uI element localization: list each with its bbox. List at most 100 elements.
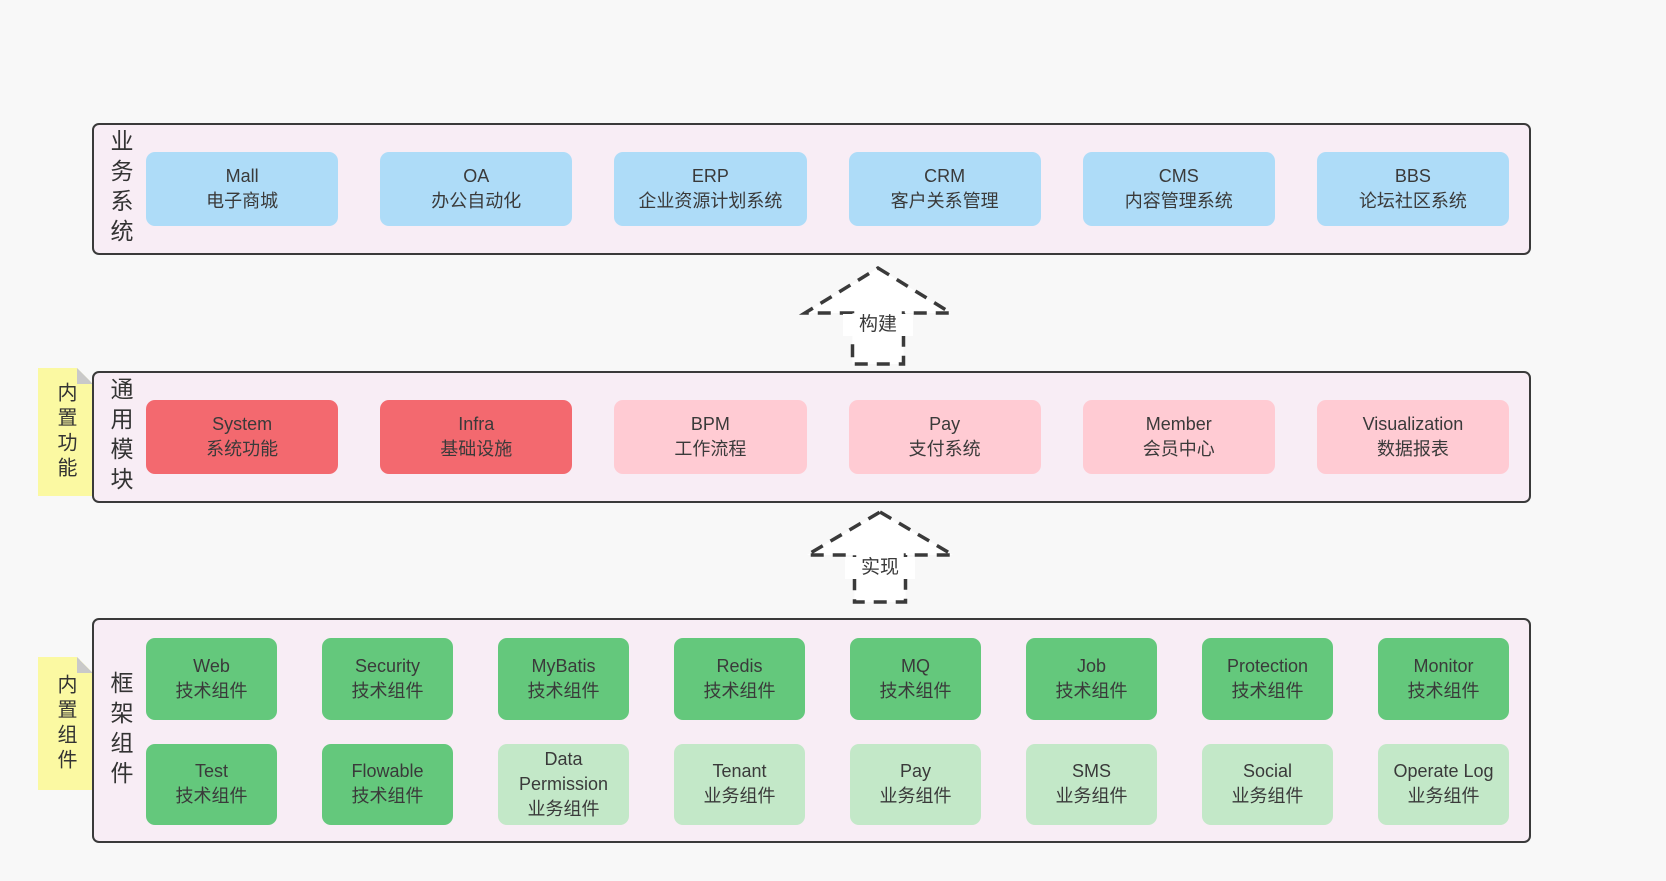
box-social-zh: 业务组件 bbox=[1231, 786, 1304, 807]
box-erp-zh: 企业资源计划系统 bbox=[638, 191, 783, 211]
box-operate-log-en: Operate Log bbox=[1393, 761, 1494, 782]
box-mybatis-en: MyBatis bbox=[531, 655, 596, 676]
box-pay-biz: Pay 业务组件 bbox=[850, 743, 981, 825]
box-oa-en: OA bbox=[463, 166, 490, 186]
box-mall: Mall 电子商城 bbox=[146, 152, 339, 226]
box-operate-log: Operate Log 业务组件 bbox=[1378, 743, 1509, 825]
business-box-row: Mall 电子商城 OA 办公自动化 ERP 企业资源计划系统 CRM 客户关系… bbox=[146, 152, 1510, 226]
box-data-permission: Data Permission 业务组件 bbox=[498, 743, 629, 825]
framework-grid: Web 技术组件 Security 技术组件 MyBatis 技术组件 Redi… bbox=[146, 638, 1509, 825]
box-redis: Redis 技术组件 bbox=[674, 638, 805, 720]
box-tenant-zh: 业务组件 bbox=[703, 786, 776, 807]
box-bpm-en: BPM bbox=[690, 414, 730, 434]
sticky-built-in-features-label: 内置功能 bbox=[54, 382, 76, 482]
box-flowable-en: Flowable bbox=[351, 761, 424, 782]
box-mq-en: MQ bbox=[901, 655, 930, 676]
box-oa: OA 办公自动化 bbox=[380, 152, 573, 226]
box-sms-zh: 业务组件 bbox=[1055, 786, 1128, 807]
box-pay: Pay 支付系统 bbox=[848, 400, 1041, 474]
panel-framework-components: 框架组件 Web 技术组件 Security 技术组件 MyBatis 技术组件… bbox=[92, 618, 1531, 843]
box-visualization-en: Visualization bbox=[1362, 414, 1464, 434]
sticky-built-in-features: 内置功能 bbox=[38, 368, 93, 496]
box-monitor: Monitor 技术组件 bbox=[1378, 638, 1509, 720]
box-crm: CRM 客户关系管理 bbox=[848, 152, 1041, 226]
box-sms-en: SMS bbox=[1071, 761, 1111, 782]
box-mall-en: Mall bbox=[225, 166, 259, 186]
box-pay-biz-zh: 业务组件 bbox=[879, 786, 952, 807]
box-bpm: BPM 工作流程 bbox=[614, 400, 807, 474]
box-security-zh: 技术组件 bbox=[351, 680, 424, 701]
box-test-zh: 技术组件 bbox=[175, 786, 248, 807]
box-visualization-zh: 数据报表 bbox=[1376, 439, 1449, 459]
box-member-en: Member bbox=[1145, 414, 1212, 434]
box-mq-zh: 技术组件 bbox=[879, 680, 952, 701]
box-operate-log-zh: 业务组件 bbox=[1407, 786, 1480, 807]
panel-business-systems: 业务系统 Mall 电子商城 OA 办公自动化 ERP 企业资源计划系统 CRM… bbox=[92, 123, 1531, 255]
box-oa-zh: 办公自动化 bbox=[431, 191, 522, 211]
box-security-en: Security bbox=[354, 655, 421, 676]
modules-box-row: System 系统功能 Infra 基础设施 BPM 工作流程 Pay 支付系统… bbox=[146, 400, 1510, 474]
box-bbs-zh: 论坛社区系统 bbox=[1358, 191, 1467, 211]
box-member-zh: 会员中心 bbox=[1142, 439, 1215, 459]
box-crm-en: CRM bbox=[924, 166, 966, 186]
box-cms: CMS 内容管理系统 bbox=[1082, 152, 1275, 226]
box-cms-zh: 内容管理系统 bbox=[1124, 191, 1233, 211]
box-redis-en: Redis bbox=[716, 655, 763, 676]
panel-framework-label: 框架组件 bbox=[107, 670, 133, 791]
box-job-en: Job bbox=[1076, 655, 1107, 676]
box-mybatis-zh: 技术组件 bbox=[527, 680, 600, 701]
box-social: Social 业务组件 bbox=[1202, 743, 1333, 825]
box-tenant-en: Tenant bbox=[712, 761, 767, 782]
box-pay-zh: 支付系统 bbox=[908, 439, 981, 459]
box-flowable: Flowable 技术组件 bbox=[322, 743, 453, 825]
box-member: Member 会员中心 bbox=[1082, 400, 1275, 474]
box-infra-en: Infra bbox=[458, 414, 495, 434]
box-mybatis: MyBatis 技术组件 bbox=[498, 638, 629, 720]
box-protection-en: Protection bbox=[1226, 655, 1309, 676]
box-job-zh: 技术组件 bbox=[1055, 680, 1128, 701]
box-system-zh: 系统功能 bbox=[206, 439, 279, 459]
box-pay-en: Pay bbox=[929, 414, 961, 434]
box-redis-zh: 技术组件 bbox=[703, 680, 776, 701]
box-tenant: Tenant 业务组件 bbox=[674, 743, 805, 825]
box-data-permission-en: Data Permission bbox=[518, 748, 609, 794]
box-protection: Protection 技术组件 bbox=[1202, 638, 1333, 720]
box-test: Test 技术组件 bbox=[146, 743, 277, 825]
box-erp-en: ERP bbox=[691, 166, 729, 186]
arrow-build-label: 构建 bbox=[843, 314, 913, 336]
box-bpm-zh: 工作流程 bbox=[674, 439, 747, 459]
box-monitor-en: Monitor bbox=[1413, 655, 1474, 676]
box-system: System 系统功能 bbox=[146, 400, 339, 474]
box-pay-biz-en: Pay bbox=[899, 761, 932, 782]
box-protection-zh: 技术组件 bbox=[1231, 680, 1304, 701]
panel-business-label: 业务系统 bbox=[107, 129, 133, 249]
panel-modules-label: 通用模块 bbox=[107, 377, 133, 497]
box-social-en: Social bbox=[1242, 761, 1293, 782]
box-web-zh: 技术组件 bbox=[175, 680, 248, 701]
box-monitor-zh: 技术组件 bbox=[1407, 680, 1480, 701]
box-data-permission-zh: 业务组件 bbox=[527, 798, 600, 819]
box-visualization: Visualization 数据报表 bbox=[1316, 400, 1510, 474]
box-bbs-en: BBS bbox=[1394, 166, 1431, 186]
arrow-implement-label: 实现 bbox=[845, 557, 915, 579]
box-crm-zh: 客户关系管理 bbox=[890, 191, 999, 211]
box-job: Job 技术组件 bbox=[1026, 638, 1157, 720]
box-system-en: System bbox=[212, 414, 273, 434]
box-infra: Infra 基础设施 bbox=[380, 400, 573, 474]
box-bbs: BBS 论坛社区系统 bbox=[1316, 152, 1510, 226]
box-security: Security 技术组件 bbox=[322, 638, 453, 720]
sticky-built-in-components-label: 内置组件 bbox=[54, 673, 76, 774]
panel-common-modules: 通用模块 System 系统功能 Infra 基础设施 BPM 工作流程 Pay… bbox=[92, 371, 1531, 503]
sticky-built-in-components: 内置组件 bbox=[38, 657, 93, 790]
box-sms: SMS 业务组件 bbox=[1026, 743, 1157, 825]
framework-row-2: Test 技术组件 Flowable 技术组件 Data Permission … bbox=[146, 743, 1509, 825]
box-mall-zh: 电子商城 bbox=[206, 191, 279, 211]
box-web: Web 技术组件 bbox=[146, 638, 277, 720]
box-web-en: Web bbox=[193, 655, 230, 676]
framework-row-1: Web 技术组件 Security 技术组件 MyBatis 技术组件 Redi… bbox=[146, 638, 1509, 720]
box-cms-en: CMS bbox=[1158, 166, 1199, 186]
box-infra-zh: 基础设施 bbox=[440, 439, 513, 459]
box-erp: ERP 企业资源计划系统 bbox=[614, 152, 807, 226]
box-mq: MQ 技术组件 bbox=[850, 638, 981, 720]
